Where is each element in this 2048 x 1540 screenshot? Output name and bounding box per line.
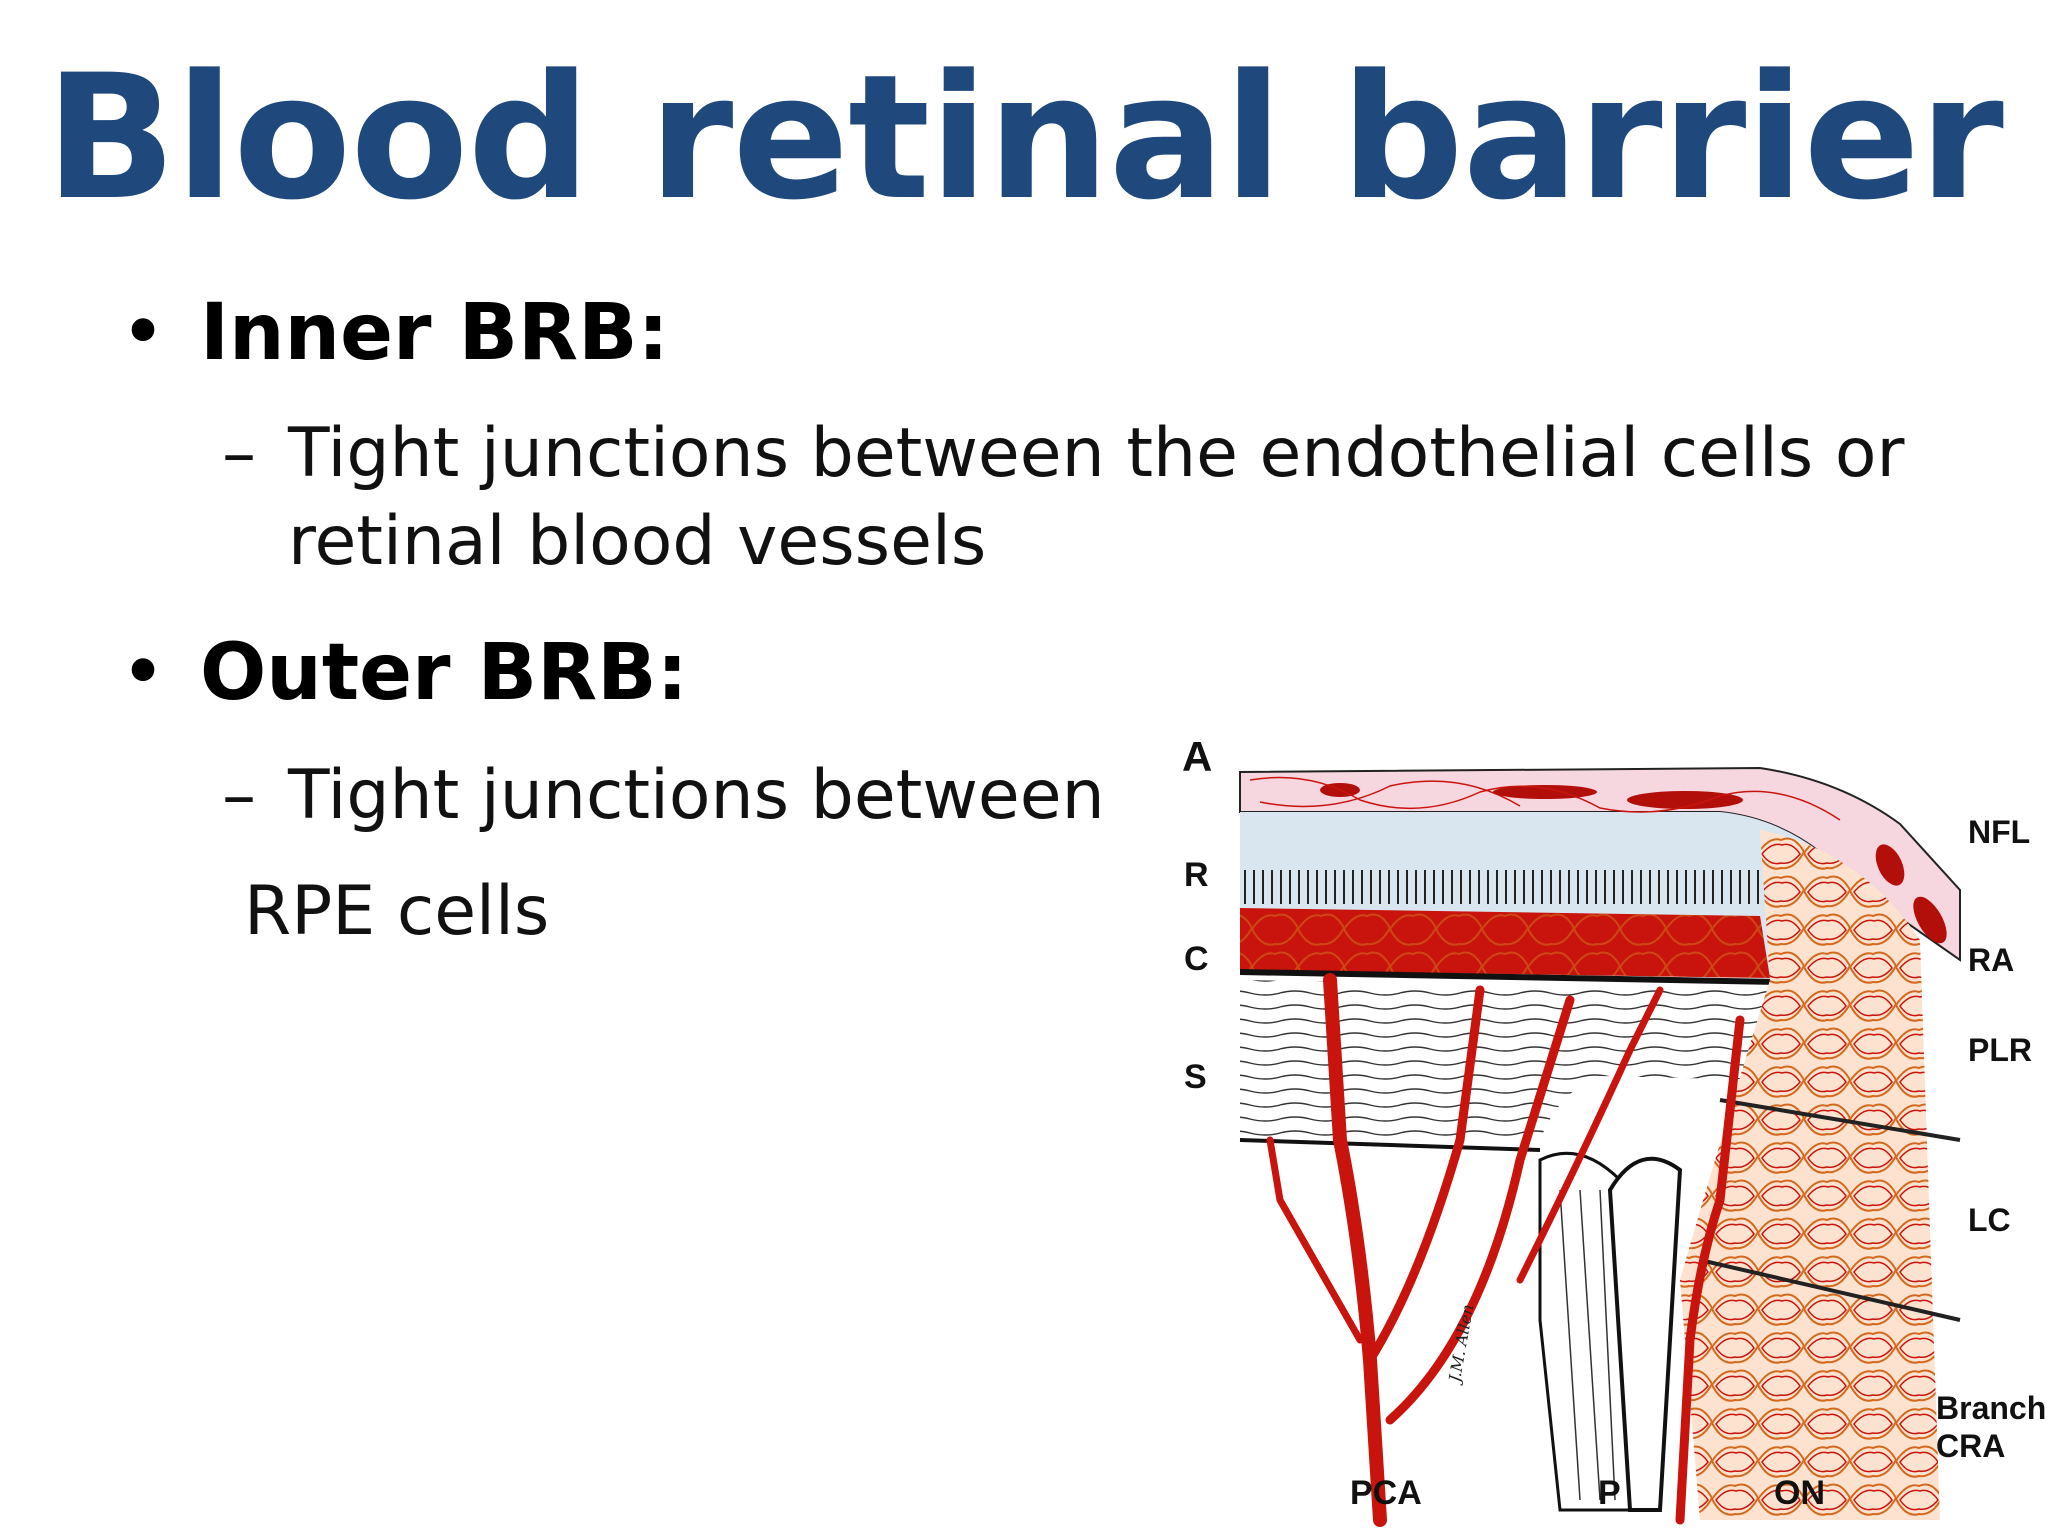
sub-bullet-line-1: Tight junctions between the endothelial … <box>288 414 1905 493</box>
dash-marker: – <box>222 414 256 493</box>
dash-marker: – <box>222 756 256 835</box>
bullet-heading: Outer BRB: <box>200 628 688 718</box>
label-plr: PLR <box>1968 1032 2032 1068</box>
bullet-inner-brb: • Inner BRB: <box>120 288 669 378</box>
sub-bullet-line-1: Tight junctions between <box>288 756 1105 835</box>
bullet-outer-brb: • Outer BRB: <box>120 628 688 718</box>
label-pca: PCA <box>1350 1474 1422 1512</box>
slide-title: Blood retinal barrier <box>45 37 2004 238</box>
label-branch: Branch, <box>1936 1390 2048 1426</box>
label-on: ON <box>1774 1474 1825 1512</box>
sub-bullet-outer-brb: –Tight junctions between <box>222 752 1105 840</box>
label-p: P <box>1598 1474 1621 1512</box>
bullet-marker: • <box>120 628 167 718</box>
label-lc: LC <box>1968 1202 2011 1238</box>
illustration-drawing <box>1239 766 1961 1527</box>
sub-bullet-line-2: retinal blood vessels <box>288 502 987 582</box>
panel-label: A <box>1182 733 1213 780</box>
bullet-heading: Inner BRB: <box>200 288 669 378</box>
bullet-marker: • <box>120 288 167 378</box>
label-cra: CRA <box>1936 1428 2006 1464</box>
sub-bullet-outer-line-2: RPE cells <box>244 872 550 951</box>
label-r: R <box>1184 856 1209 894</box>
label-c: C <box>1184 940 1209 978</box>
optic-nerve-vascular-illustration: A R C S NFL RA PLR LC Branch, CRA PCA P … <box>1160 720 2048 1536</box>
label-ra: RA <box>1968 942 2015 978</box>
label-nfl: NFL <box>1968 814 2031 850</box>
label-s: S <box>1184 1058 1207 1096</box>
sub-bullet-inner-brb: –Tight junctions between the endothelial… <box>222 410 1904 587</box>
